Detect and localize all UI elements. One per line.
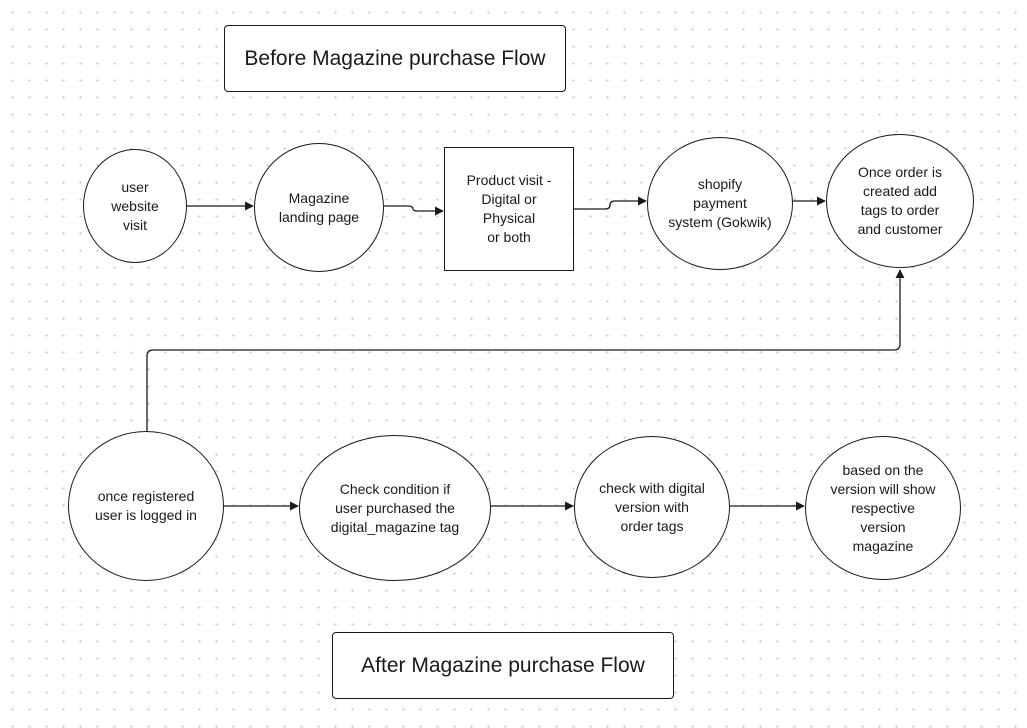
before-flow-title-text: Before Magazine purchase Flow <box>244 46 546 70</box>
node-label: once registered user is logged in <box>95 488 197 523</box>
node-label: based on the version will show respectiv… <box>830 461 936 554</box>
node-label: Check condition if user purchased the di… <box>330 480 460 535</box>
after-flow-title-text: After Magazine purchase Flow <box>361 653 645 677</box>
node-label: check with digital version with order ta… <box>599 479 705 534</box>
node-order-created-tags[interactable]: Once order is created add tags to order … <box>826 134 974 268</box>
node-user-website-visit[interactable]: user website visit <box>83 149 187 263</box>
node-shopify-payment-system[interactable]: shopify payment system (Gokwik) <box>647 137 793 270</box>
node-label: shopify payment system (Gokwik) <box>668 176 772 230</box>
node-label: Once order is created add tags to order … <box>857 164 943 237</box>
before-flow-title: Before Magazine purchase Flow <box>224 25 566 92</box>
node-registered-user-logged-in[interactable]: once registered user is logged in <box>68 431 224 581</box>
connector-product-to-shopify <box>574 196 647 210</box>
node-label: user website visit <box>111 178 159 233</box>
connector-landing-to-product <box>384 205 444 216</box>
node-magazine-landing-page[interactable]: Magazine landing page <box>254 143 384 272</box>
node-label: Product visit - Digital or Physical or b… <box>466 172 552 245</box>
node-show-version-magazine[interactable]: based on the version will show respectiv… <box>805 436 961 580</box>
node-product-visit[interactable]: Product visit - Digital or Physical or b… <box>444 147 574 271</box>
after-flow-title: After Magazine purchase Flow <box>332 632 674 699</box>
node-check-condition[interactable]: Check condition if user purchased the di… <box>299 435 491 581</box>
node-check-digital-version[interactable]: check with digital version with order ta… <box>574 436 730 578</box>
node-label: Magazine landing page <box>278 189 360 225</box>
connector-login-to-order <box>146 269 905 431</box>
